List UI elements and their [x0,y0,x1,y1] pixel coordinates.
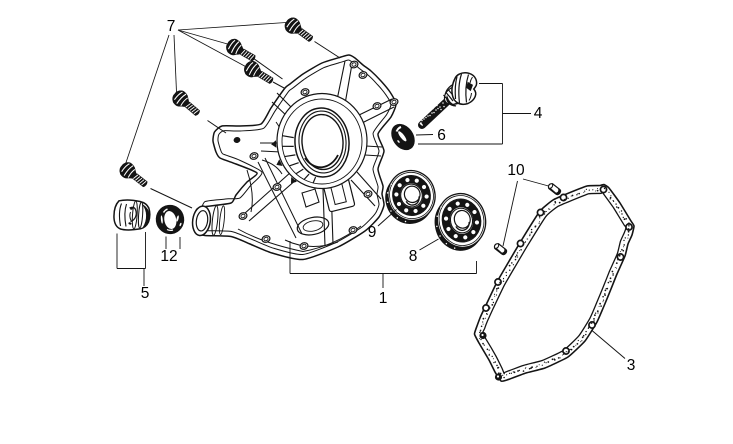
svg-text:4: 4 [534,105,543,122]
svg-text:5: 5 [141,285,150,302]
svg-text:6: 6 [437,127,446,144]
svg-text:10: 10 [507,162,525,179]
svg-text:7: 7 [167,18,176,35]
svg-text:3: 3 [627,357,636,374]
svg-text:1: 1 [379,290,388,307]
svg-text:12: 12 [160,248,177,265]
svg-text:9: 9 [368,224,377,241]
svg-text:8: 8 [409,248,418,265]
